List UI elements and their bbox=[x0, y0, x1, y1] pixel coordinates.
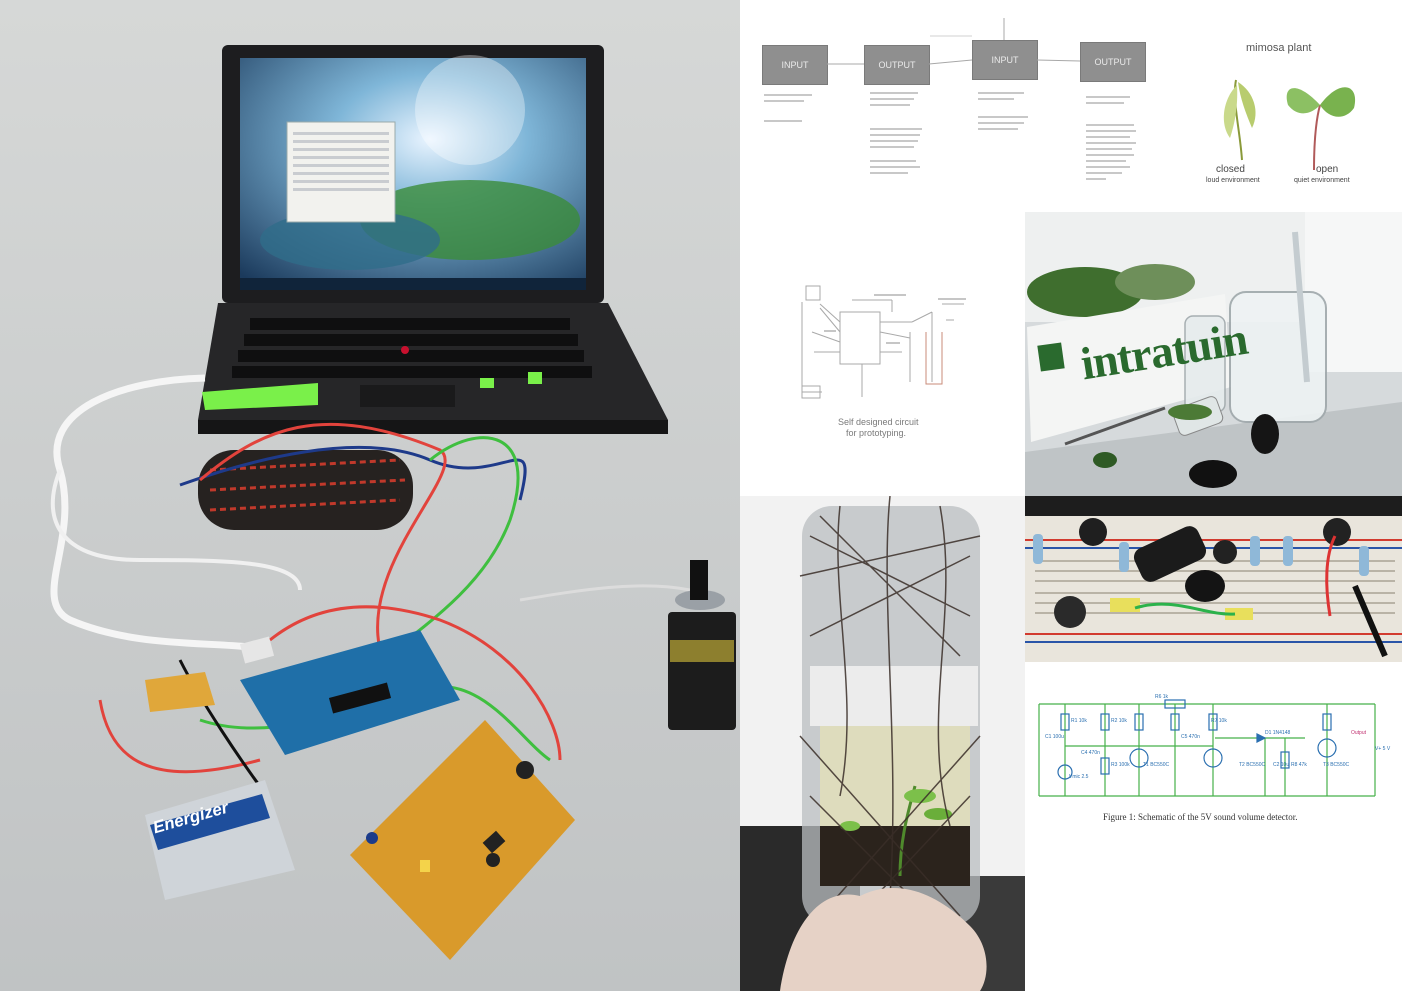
intratuin-sign bbox=[1027, 294, 1231, 442]
mimosa-plant-illustration: mimosa plant closed loud environment ope… bbox=[1202, 30, 1402, 212]
schematic-label-c1: C1 100u bbox=[1045, 734, 1064, 740]
servo-motor bbox=[668, 612, 736, 730]
circuit-sketch-drawing bbox=[801, 285, 966, 399]
block-input-2: INPUT bbox=[972, 40, 1038, 80]
circuit-sketch-caption-1: Self designed circuit bbox=[838, 417, 919, 427]
block-diagram-connectors bbox=[764, 18, 1136, 180]
circuit-sketch-caption-2: for prototyping. bbox=[846, 428, 907, 438]
schematic-caption: Figure 1: Schematic of the 5V sound volu… bbox=[1103, 812, 1298, 822]
breadboard-illustration bbox=[1025, 496, 1402, 662]
schematic-label-r7: R7 10k bbox=[1211, 718, 1227, 724]
schematic-label-r8: R8 47k bbox=[1291, 762, 1307, 768]
block-output-2: OUTPUT bbox=[1080, 42, 1146, 82]
schematic-label-vplus: V+ 5 V bbox=[1375, 746, 1391, 752]
block-input-1: INPUT bbox=[762, 45, 828, 85]
schematic-wiring bbox=[1038, 699, 1376, 797]
breadboard-photo bbox=[1025, 496, 1402, 662]
mimosa-open-label: open bbox=[1316, 164, 1339, 175]
mimosa-closed-label: closed bbox=[1216, 164, 1245, 175]
schematic-label-t3: T3 BC550C bbox=[1323, 762, 1350, 768]
fabric-pouch bbox=[198, 450, 413, 530]
schematic-label-vmic: Vmic 2.5 bbox=[1069, 774, 1089, 780]
lab-plants-illustration bbox=[1025, 212, 1402, 496]
schematic-label-r6: R6 1k bbox=[1155, 694, 1169, 700]
mimosa-open-sub: quiet environment bbox=[1294, 177, 1350, 184]
mimosa-drawings bbox=[1223, 79, 1356, 171]
schematic-label-c4: C4 470n bbox=[1081, 750, 1100, 756]
schematic-label-output: Output bbox=[1351, 730, 1367, 736]
perfboard bbox=[350, 720, 575, 960]
circuit-sketch: Self designed circuit for prototyping. bbox=[742, 212, 1025, 496]
mimosa-title: mimosa plant bbox=[1246, 42, 1312, 54]
schematic-label-r2: R2 10k bbox=[1111, 718, 1127, 724]
schematic-diagram: R6 1k R1 10k R2 10k C4 470n R3 100k T1 B… bbox=[1025, 662, 1402, 991]
schematic-label-r3: R3 100k bbox=[1111, 762, 1130, 768]
block-diagram: INPUT OUTPUT INPUT OUTPUT bbox=[742, 0, 1202, 212]
mimosa-closed-sub: loud environment bbox=[1206, 177, 1260, 184]
lab-plants-photo: intratuin bbox=[1025, 212, 1402, 496]
schematic-label-c5: C5 470n bbox=[1181, 734, 1200, 740]
jar-wires-photo bbox=[740, 496, 1025, 991]
schematic-label-c2: C2 10u bbox=[1273, 762, 1290, 768]
schematic-label-t2: T2 BC550C bbox=[1239, 762, 1266, 768]
schematic-label-d1: D1 1N4148 bbox=[1265, 730, 1291, 736]
block-output-1: OUTPUT bbox=[864, 45, 930, 85]
schematic-label-t1: T1 BC550C bbox=[1143, 762, 1170, 768]
schematic-label-r1: R1 10k bbox=[1071, 718, 1087, 724]
jar-wires-illustration bbox=[740, 496, 1025, 991]
electronics-setup-illustration bbox=[0, 0, 740, 991]
electronics-setup-photo: Energizer bbox=[0, 0, 740, 991]
